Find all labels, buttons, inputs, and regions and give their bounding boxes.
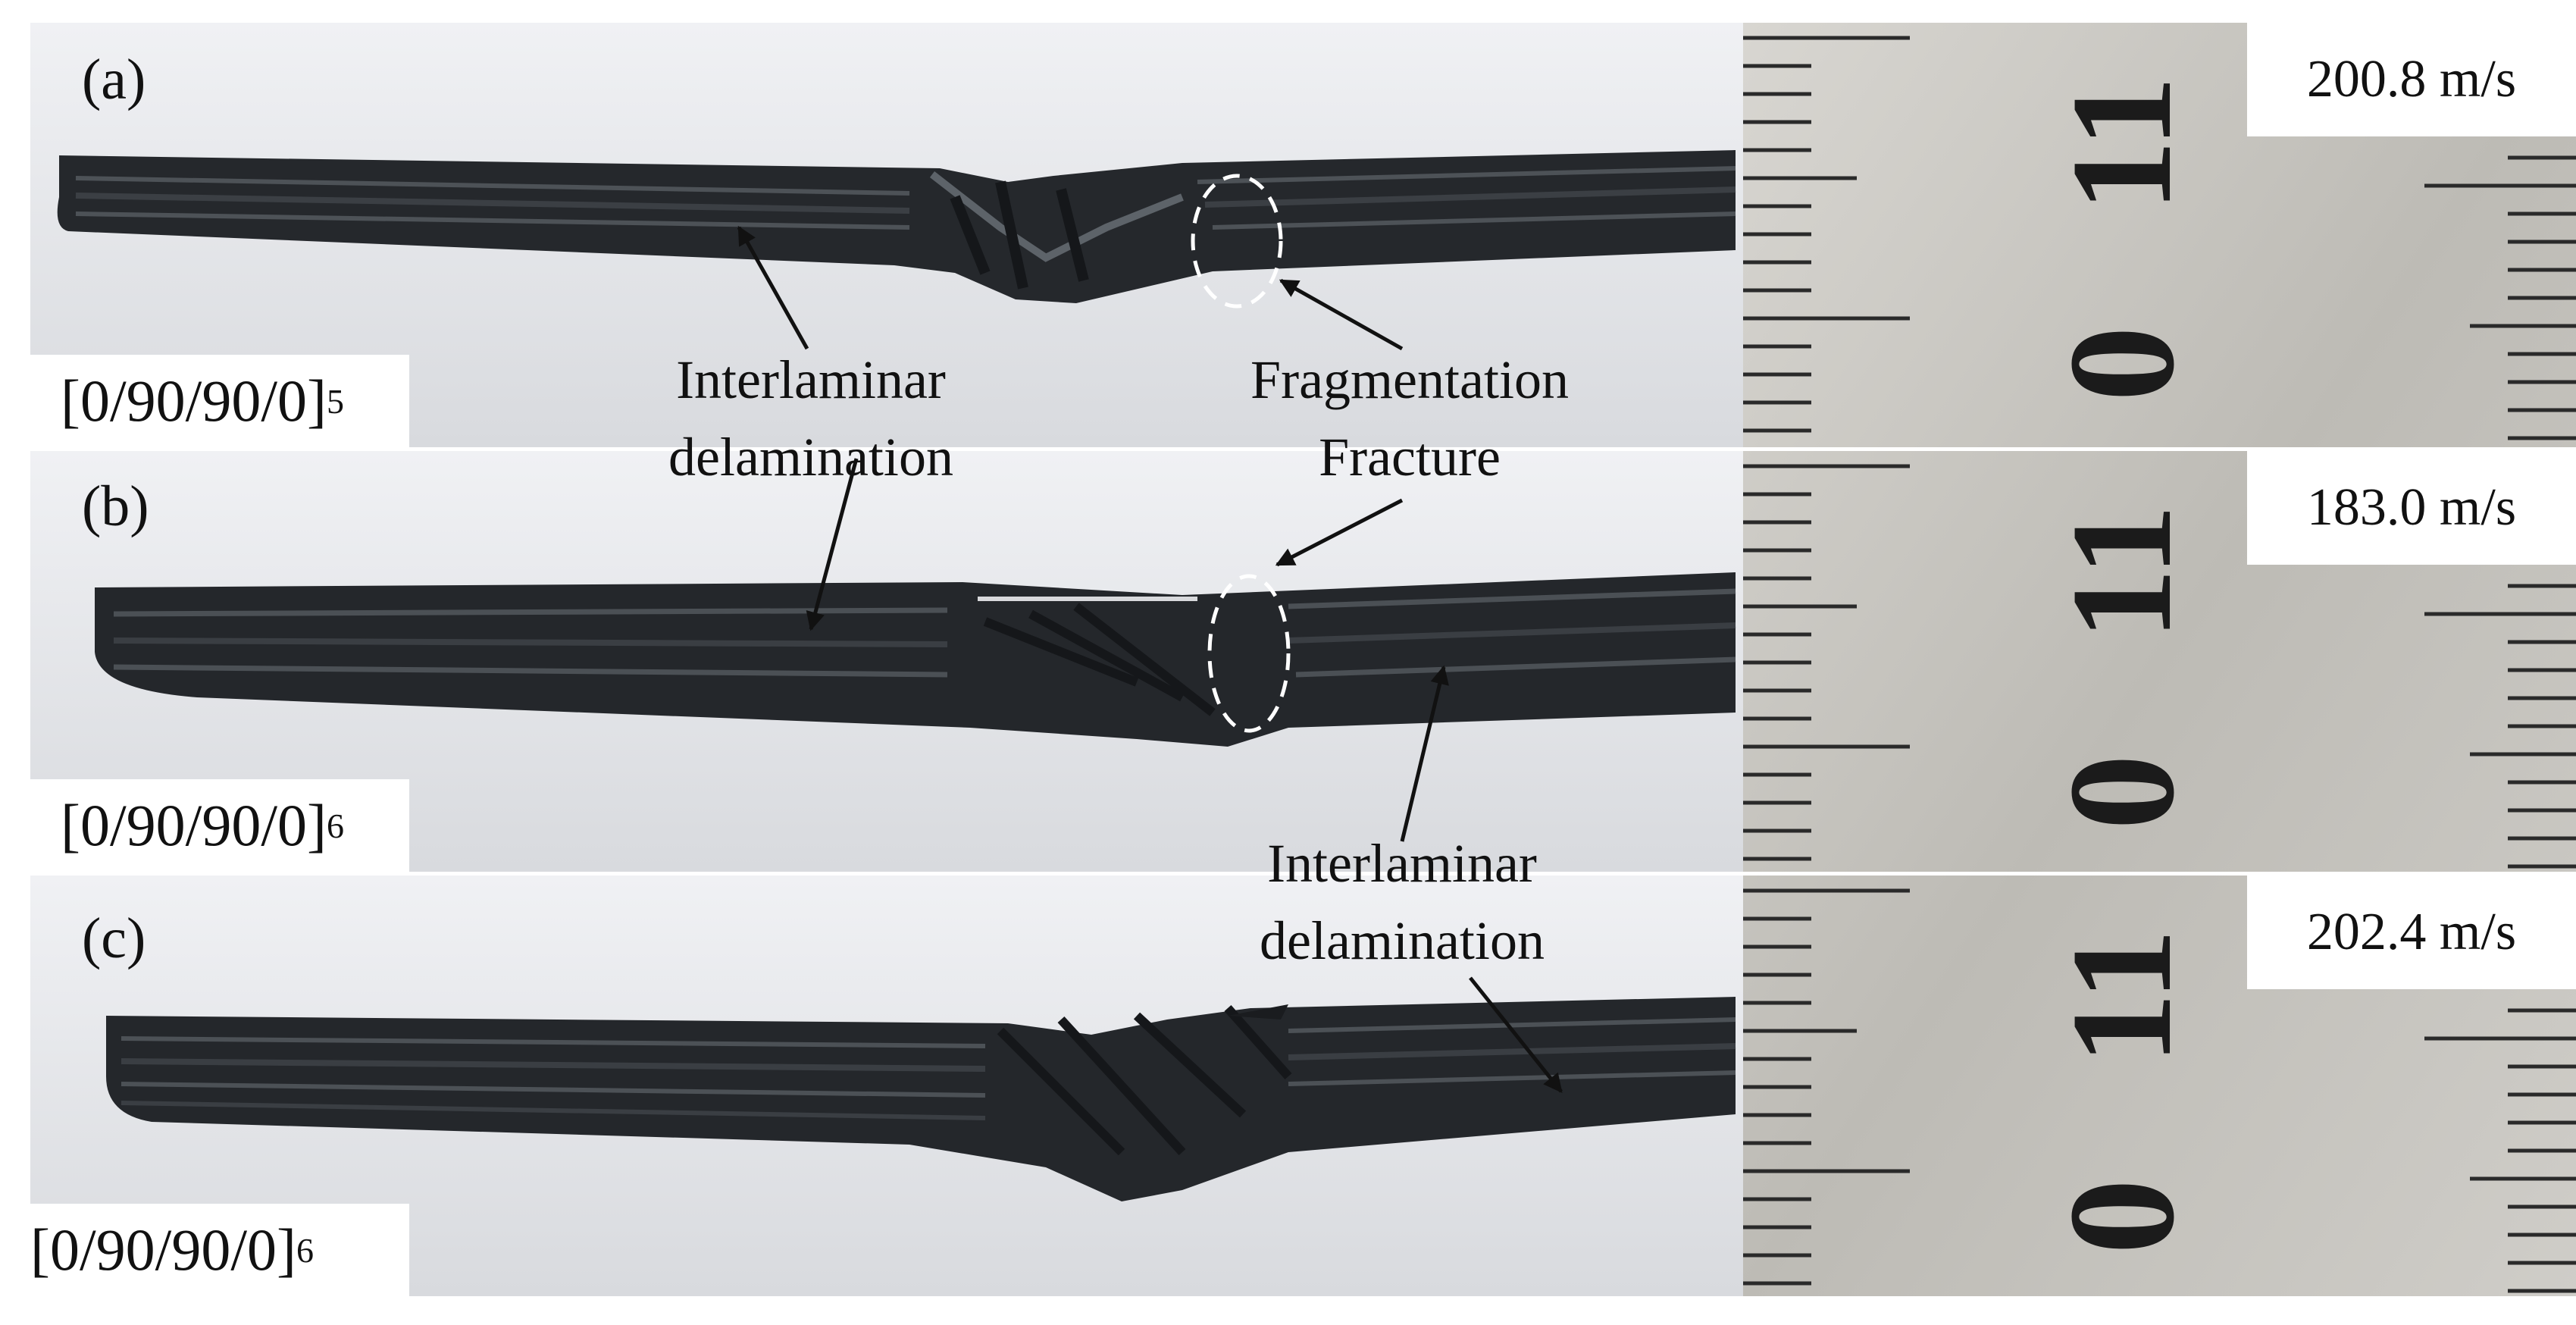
laminate-specimen-a [57, 150, 1736, 309]
ruler-digit: 11 [2042, 76, 2202, 212]
layup-sub-b: 6 [326, 806, 344, 845]
velocity-label-b: 183.0 m/s [2247, 451, 2576, 565]
annotation-frag-line1: Fragmentation [1250, 349, 1569, 410]
annotation-delam-right-line2: delamination [1260, 910, 1545, 971]
ruler-digit: 0 [2039, 1179, 2206, 1255]
arrow-delam-to-a [737, 225, 809, 350]
ruler-digit: 0 [2039, 326, 2206, 402]
annotation-delam-right-line1: Interlaminar [1267, 833, 1537, 894]
layup-sub-c: 6 [296, 1230, 314, 1270]
ruler-strip [1743, 23, 2576, 1296]
annotation-frag-line2: Fracture [1319, 427, 1501, 487]
annotation-interlaminar-delamination-top: Interlaminar delamination [599, 341, 1023, 496]
velocity-label-a: 200.8 m/s [2247, 23, 2576, 136]
ruler-digit: 11 [2042, 929, 2202, 1065]
annotation-fragmentation-fracture: Fragmentation Fracture [1197, 341, 1622, 496]
layup-main-a: [0/90/90/0] [61, 368, 327, 434]
arrow-frag-to-b [1275, 498, 1404, 567]
arrow-delam-to-b [806, 458, 859, 631]
laminate-specimen-b [95, 572, 1736, 747]
annotation-delam-top-line1: Interlaminar [676, 349, 946, 410]
ruler-digit: 11 [2042, 504, 2202, 641]
ruler-digit: 0 [2039, 754, 2206, 830]
annotation-interlaminar-delamination-right: Interlaminar delamination [1190, 825, 1614, 979]
layup-label-c: [0/90/90/0]6 [0, 1204, 409, 1296]
layup-main-b: [0/90/90/0] [61, 792, 327, 858]
panel-label-c: (c) [82, 907, 146, 970]
annotation-arrows [737, 225, 1563, 1093]
arrow-delam-to-c [1469, 976, 1563, 1093]
arrow-delam-to-b-right [1400, 665, 1449, 842]
arrow-frag-to-a [1279, 278, 1404, 351]
panel-label-a: (a) [82, 48, 146, 111]
laminate-specimen-c [106, 997, 1736, 1201]
annotation-delam-top-line2: delamination [668, 427, 953, 487]
layup-label-a: [0/90/90/0]5 [30, 355, 409, 447]
layup-label-b: [0/90/90/0]6 [30, 779, 409, 872]
layup-sub-a: 5 [326, 381, 344, 421]
velocity-label-c: 202.4 m/s [2247, 876, 2576, 989]
layup-main-c: [0/90/90/0] [30, 1217, 296, 1283]
panel-label-b: (b) [82, 475, 149, 538]
